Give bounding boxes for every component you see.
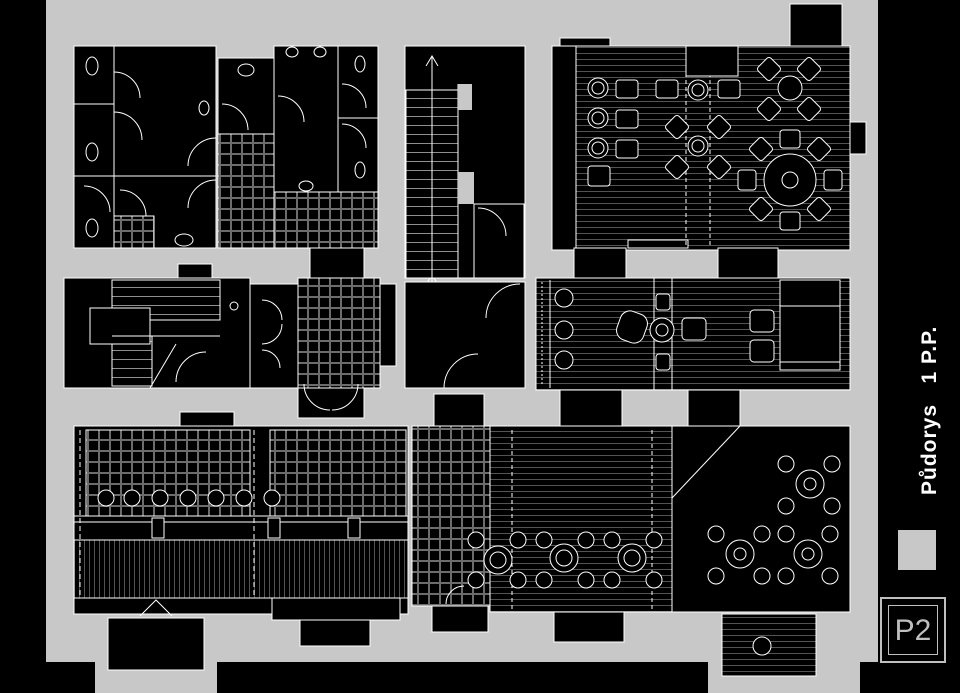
restroom-block-2 [217,45,379,249]
dining-room-bottom [467,425,851,677]
doorway-b [717,247,779,279]
staircase-left [63,263,251,389]
lobby-doors [249,277,397,419]
main-staircase [404,45,526,425]
corridor-bottom [411,393,491,633]
doorway-a [573,247,627,279]
dining-room-middle [535,277,851,391]
sheet-code-box: P2 [880,597,946,663]
opening-top-right [789,3,843,47]
bar-area-left [73,411,409,671]
doorway-c [309,247,365,279]
title-sidebar [878,0,960,693]
sheet-code: P2 [888,605,938,655]
legend-swatch-icon [898,530,936,570]
doorway-e [687,389,741,427]
drawing-title: Půdorys 1 P.P. [918,325,941,495]
doorway-d [559,389,623,427]
dining-room-top [551,37,867,251]
restroom-block [73,45,217,249]
